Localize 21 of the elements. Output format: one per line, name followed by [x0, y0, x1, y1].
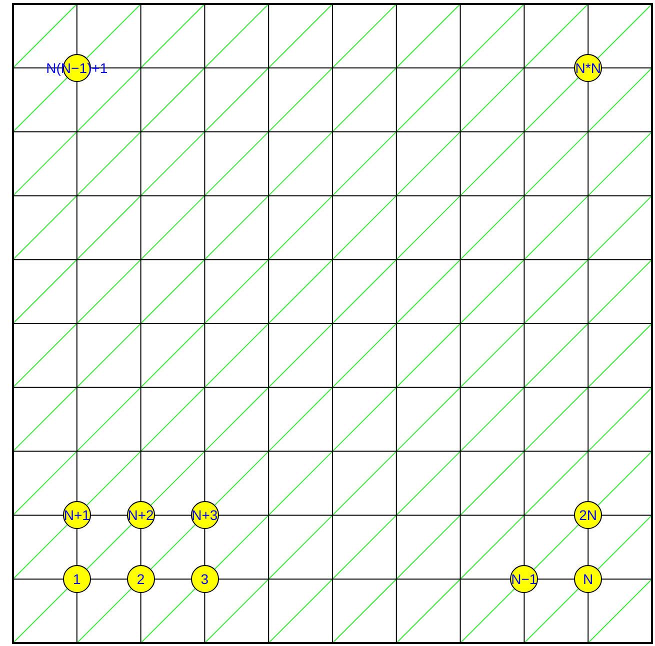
node-number: N−1 — [511, 571, 538, 588]
node-circle — [190, 565, 219, 594]
node-circle — [62, 565, 91, 594]
node-number: N+3 — [192, 507, 218, 524]
node-circle — [126, 501, 155, 530]
node-number: 2N — [579, 507, 598, 524]
node-number: N+1 — [64, 507, 90, 524]
node-number: N+2 — [128, 507, 154, 524]
node-number: 1 — [73, 571, 81, 588]
node-number: N — [583, 571, 594, 588]
node-number: N(N−1)+1 — [46, 60, 108, 76]
node-circle — [62, 501, 91, 530]
node-circle — [126, 565, 155, 594]
node-number: 2 — [136, 571, 145, 588]
node-circle — [574, 565, 602, 594]
node-circle — [190, 501, 219, 530]
node-circle — [574, 501, 602, 530]
node-circle — [510, 565, 538, 594]
node-circle — [574, 54, 602, 82]
node-number: N*N — [575, 60, 601, 76]
node-number: 3 — [200, 571, 209, 588]
